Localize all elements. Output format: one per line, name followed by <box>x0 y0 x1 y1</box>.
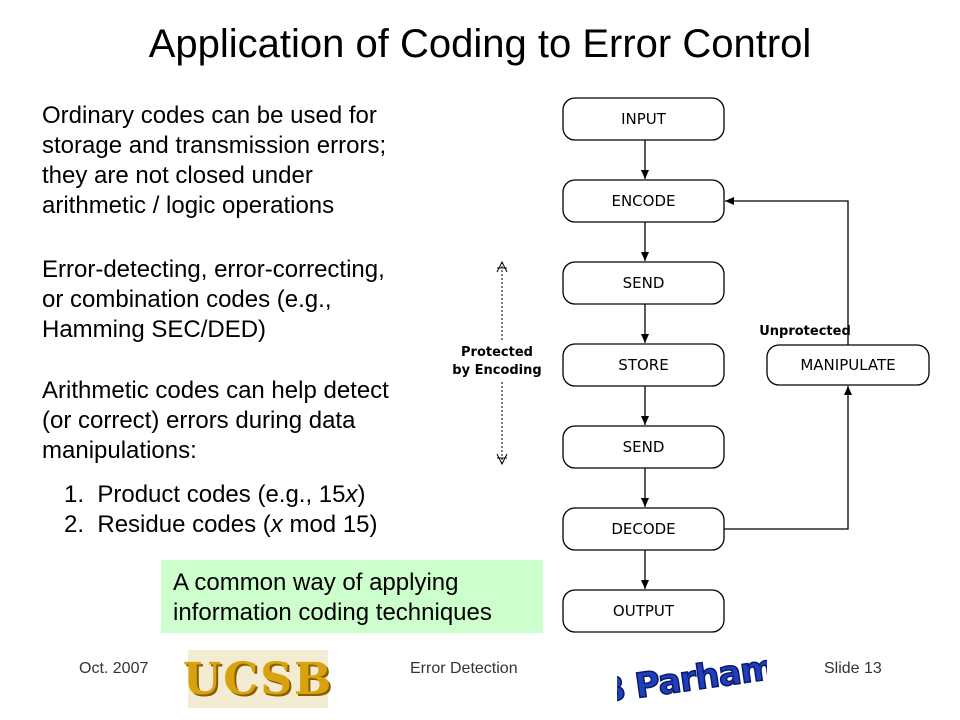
protected-label-line1: Protected <box>461 345 533 360</box>
paragraph-arithmetic-codes: Arithmetic codes can help detect (or cor… <box>42 377 389 464</box>
list-item: 2. Residue codes (x mod 15) <box>64 511 378 538</box>
arrow-manipulate-encode <box>725 197 849 345</box>
flow-box-send: SEND <box>562 261 725 305</box>
callout-note: A common way of applying information cod… <box>161 560 543 633</box>
svg-text:MANIPULATE: MANIPULATE <box>800 356 895 374</box>
flow-box-store: STORE <box>562 343 725 387</box>
protected-label-line2: by Encoding <box>452 363 541 378</box>
flow-box-output: OUTPUT <box>562 589 725 633</box>
flow-box-manipulate: MANIPULATE <box>766 344 930 386</box>
paragraph-error-codes: Error-detecting, error-correcting, or co… <box>42 256 385 343</box>
flow-box-send-2: SEND <box>562 425 725 469</box>
arithmetic-code-list: 1. Product codes (e.g., 15x) 2. Residue … <box>64 480 378 540</box>
footer-slide-number: Slide 13 <box>824 660 882 677</box>
list-item: 1. Product codes (e.g., 15x) <box>64 481 366 508</box>
paragraph-ordinary-codes: Ordinary codes can be used for storage a… <box>42 102 387 219</box>
svg-text:SEND: SEND <box>623 274 665 292</box>
svg-text:DECODE: DECODE <box>611 520 675 538</box>
flow-box-decode: DECODE <box>562 507 725 551</box>
unprotected-label: Unprotected <box>759 324 851 339</box>
flow-box-input: INPUT <box>562 97 725 141</box>
slide-title: Application of Coding to Error Control <box>148 22 812 66</box>
svg-text:SEND: SEND <box>623 438 665 456</box>
parhami-logo: B Parhami <box>617 646 767 706</box>
footer-title: Error Detection <box>410 660 518 677</box>
svg-text:OUTPUT: OUTPUT <box>613 602 675 620</box>
svg-text:INPUT: INPUT <box>621 110 667 128</box>
arrow-decode-manipulate <box>724 386 852 530</box>
footer-date: Oct. 2007 <box>79 660 149 677</box>
protected-range-indicator <box>456 260 546 466</box>
ucsb-logo: UCSB <box>183 650 331 708</box>
svg-text:B Parhami: B Parhami <box>617 646 767 706</box>
svg-text:ENCODE: ENCODE <box>611 192 675 210</box>
svg-text:STORE: STORE <box>618 356 668 374</box>
flow-box-encode: ENCODE <box>562 179 725 223</box>
